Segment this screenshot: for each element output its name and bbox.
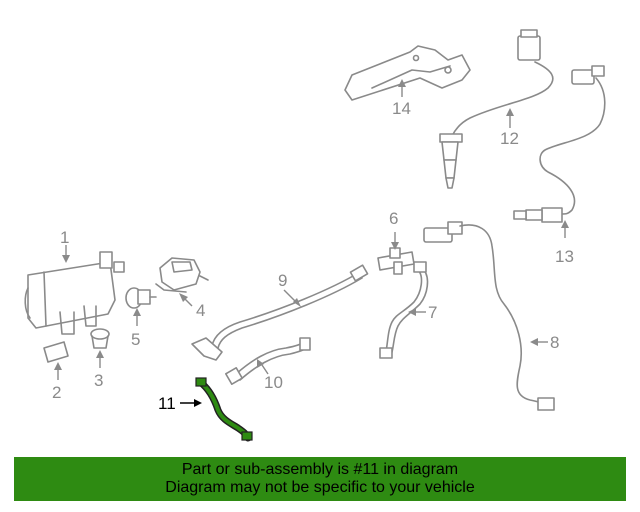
parts-diagram: 14 12 13 1 2 <box>24 29 606 442</box>
part-3-grommet[interactable] <box>90 328 110 349</box>
part-12-oxygen-sensor[interactable] <box>439 29 554 189</box>
callout-2: 2 <box>52 383 61 402</box>
part-5-valve-fitting[interactable] <box>125 287 157 309</box>
callout-10: 10 <box>264 373 283 392</box>
callout-3: 3 <box>94 371 103 390</box>
part-11-highlighted-hose[interactable] <box>195 377 253 442</box>
part-13-oxygen-sensor[interactable] <box>513 65 606 223</box>
callout-7: 7 <box>428 303 437 322</box>
part-1-charcoal-canister[interactable] <box>24 251 125 335</box>
callout-8: 8 <box>550 333 559 352</box>
callout-4: 4 <box>196 301 205 320</box>
part-7-purge-line[interactable] <box>379 261 429 359</box>
part-2-cap[interactable] <box>43 341 69 363</box>
callout-1: 1 <box>60 228 69 247</box>
banner-line-part: Part or sub-assembly is #11 in diagram <box>181 461 459 478</box>
callout-11: 11 <box>158 394 176 413</box>
part-14-bracket[interactable] <box>344 45 471 101</box>
part-10-vent-hose[interactable] <box>225 337 311 385</box>
part-8-sensor-cable[interactable] <box>423 221 555 411</box>
callout-12: 12 <box>500 129 519 148</box>
callout-6: 6 <box>389 209 398 228</box>
part-6-connector[interactable] <box>377 247 415 275</box>
part-info-banner: Part or sub-assembly is #11 in diagram D… <box>14 457 626 501</box>
callout-14: 14 <box>392 99 411 118</box>
callout-9: 9 <box>278 271 287 290</box>
part-4-purge-valve[interactable] <box>155 257 209 293</box>
part-9-vapor-hose[interactable] <box>191 264 369 361</box>
callout-5: 5 <box>131 330 140 349</box>
banner-line-disclaimer: Diagram may not be specific to your vehi… <box>165 479 475 496</box>
callout-13: 13 <box>555 247 574 266</box>
